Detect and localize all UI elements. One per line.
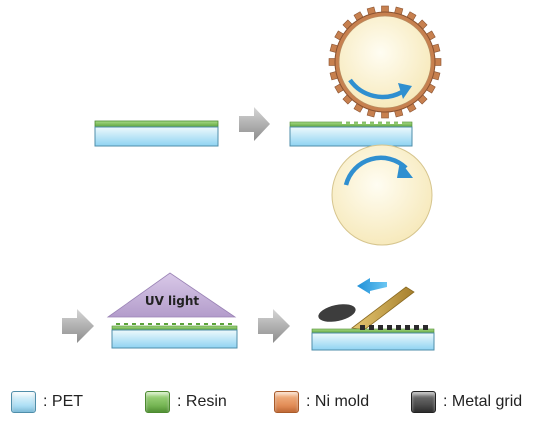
imprint-pattern (342, 121, 402, 124)
top-rotation-arrowhead (398, 83, 412, 99)
top-rotation-arc (348, 78, 404, 100)
metal-grid-dot (405, 325, 410, 330)
ni-mold-swatch (274, 391, 299, 413)
pet-swatch (11, 391, 36, 413)
resin-dash (116, 323, 120, 325)
pet-substrate (311, 332, 435, 351)
pet-substrate (111, 329, 238, 349)
legend-label-resin: : Resin (177, 393, 227, 410)
metal-grid-dot (396, 325, 401, 330)
legend-item-ni-mold: : Ni mold (274, 390, 369, 414)
squeegee-blade (351, 286, 415, 331)
resin-dash (204, 323, 208, 325)
bottom-rotation-arrowhead (397, 161, 413, 178)
pet-substrate (289, 126, 413, 147)
resin-dash (148, 323, 152, 325)
uv-light-beam (106, 272, 237, 318)
resin-dash (132, 323, 136, 325)
legend-item-resin: : Resin (145, 390, 227, 414)
metal-grid-dot (378, 325, 383, 330)
step3-uv-curing: UV light (106, 272, 238, 349)
metal-grid-dot (414, 325, 419, 330)
step4-metal-filling (311, 278, 435, 351)
resin-dash (188, 323, 192, 325)
resin-dash (228, 323, 232, 325)
legend-label-metal-grid: : Metal grid (443, 393, 523, 410)
resin-dash (212, 323, 216, 325)
imprint-notch (350, 121, 354, 124)
metal-grid-dot (369, 325, 374, 330)
metal-grid-swatch (411, 391, 436, 413)
resin-pattern (116, 323, 232, 325)
imprint-notch (390, 121, 394, 124)
metal-paste (318, 304, 356, 322)
resin-layer (94, 120, 219, 128)
imprint-notch (398, 121, 402, 124)
resin-dash (172, 323, 176, 325)
metal-grid-dot (423, 325, 428, 330)
imprint-notch (342, 121, 346, 124)
bottom-roller (331, 144, 433, 246)
resin-dash (124, 323, 128, 325)
resin-dash (196, 323, 200, 325)
squeegee-direction-arrow (357, 278, 387, 294)
pet-substrate (94, 126, 219, 147)
legend-item-pet: : PET (11, 390, 83, 414)
process-arrow-2 (62, 309, 94, 343)
legend-label-ni-mold: : Ni mold (306, 393, 370, 410)
metal-grid-dot (360, 325, 365, 330)
cured-resin (111, 325, 238, 331)
metal-grid-pattern (360, 325, 428, 330)
imprint-notch (382, 121, 386, 124)
metal-grid-dot (387, 325, 392, 330)
legend-item-metal-grid: : Metal grid (411, 390, 522, 414)
top-roller (338, 15, 432, 109)
process-arrow-3 (258, 309, 290, 343)
imprint-notch (366, 121, 370, 124)
resin-dash (140, 323, 144, 325)
imprint-notch (358, 121, 362, 124)
bottom-rotation-arc (343, 155, 408, 186)
resin-dash (220, 323, 224, 325)
resin-swatch (145, 391, 170, 413)
step2-roll-imprint (289, 5, 442, 246)
uv-light-label: UV light (145, 294, 200, 308)
resin-dash (164, 323, 168, 325)
resin-dash (180, 323, 184, 325)
legend-label-pet: : PET (43, 393, 84, 410)
resin-dash (156, 323, 160, 325)
process-arrow-1 (239, 107, 270, 141)
step1-pet-resin-film (94, 120, 219, 147)
imprint-notch (374, 121, 378, 124)
